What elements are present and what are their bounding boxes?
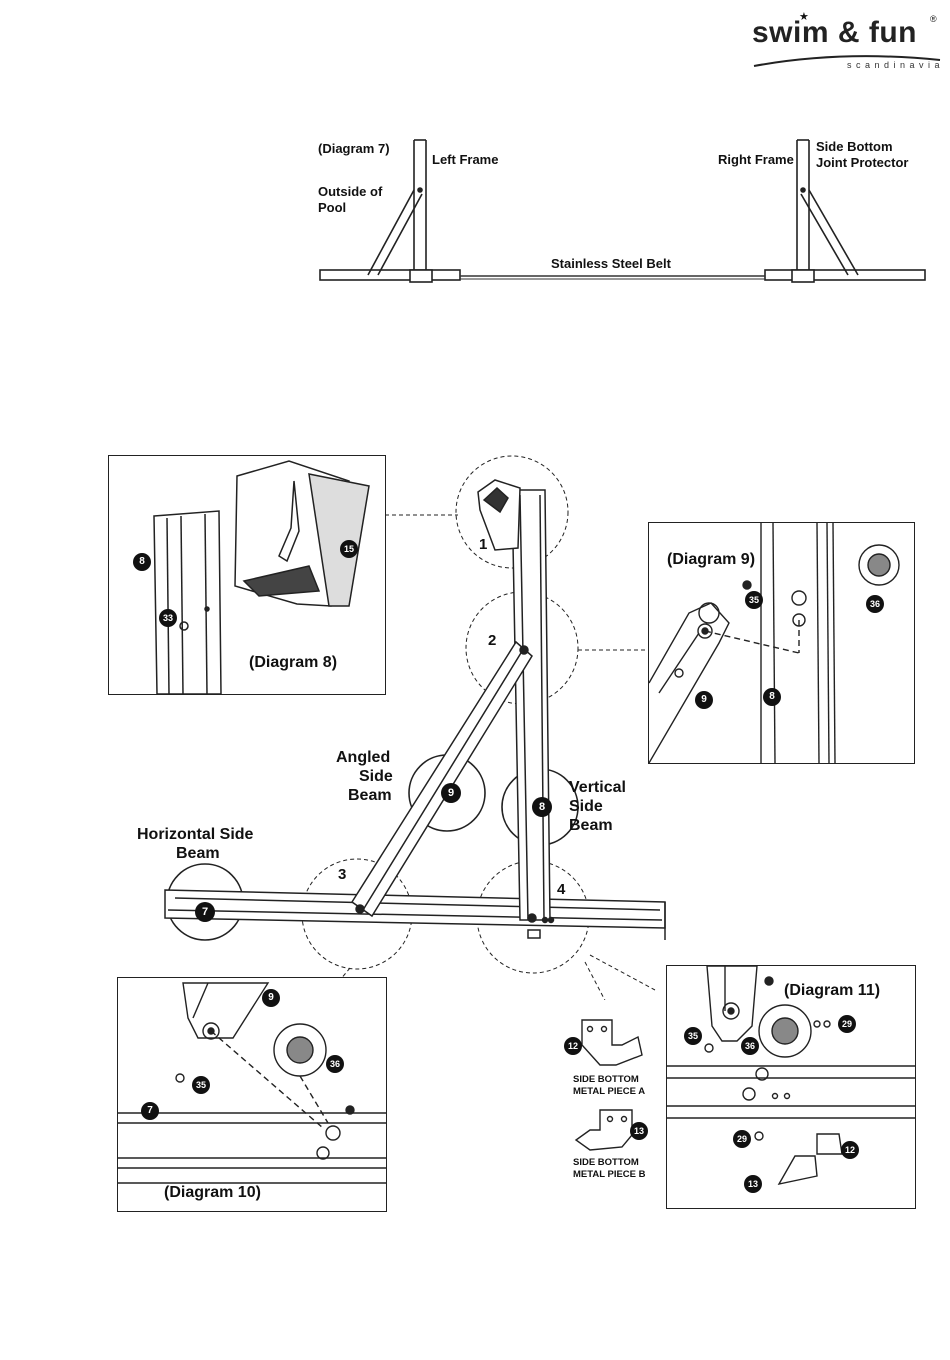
angled-beam-label-2: Side bbox=[359, 768, 393, 785]
step-3-label: 3 bbox=[338, 866, 347, 883]
brand-logo: swim & fun ® ★ scandinavia bbox=[752, 8, 942, 72]
diagram8-panel: 8 33 15 (Diagram 8) bbox=[108, 455, 386, 695]
metal-piece-b-label-1: SIDE BOTTOM bbox=[573, 1157, 639, 1168]
metal-piece-a-label-1: SIDE BOTTOM bbox=[573, 1074, 639, 1085]
diagram8-drawing bbox=[153, 460, 370, 694]
metal-piece-a-part-12-badge: 12 bbox=[564, 1037, 582, 1055]
angled-beam-label-3: Beam bbox=[348, 787, 392, 804]
d11-part-35-badge: 35 bbox=[684, 1027, 702, 1045]
metal-piece-a-label-2: METAL PIECE A bbox=[573, 1086, 646, 1097]
d10-part-36-badge: 36 bbox=[326, 1055, 344, 1073]
outside-pool-label-2: Pool bbox=[318, 200, 347, 215]
d9-part-35-badge: 35 bbox=[745, 591, 763, 609]
d11-part-29-badge-bottom: 29 bbox=[733, 1130, 751, 1148]
step-2-label: 2 bbox=[488, 632, 497, 649]
diagram11-caption: (Diagram 11) bbox=[784, 982, 881, 999]
d11-part-12-badge: 12 bbox=[841, 1141, 859, 1159]
diagram7-caption: (Diagram 7) bbox=[318, 141, 390, 156]
d8-part-8-badge: 8 bbox=[133, 553, 151, 571]
joint-protector-label-2: Joint Protector bbox=[816, 155, 909, 170]
brand-name: swim & fun bbox=[752, 16, 918, 49]
diagram10-drawing bbox=[118, 982, 386, 1184]
d8-part-33-badge: 33 bbox=[159, 609, 177, 627]
main-assembly-drawing bbox=[164, 455, 666, 1000]
diagram9-drawing bbox=[649, 523, 900, 763]
diagram8-caption: (Diagram 8) bbox=[249, 654, 338, 671]
logo-swoosh-icon bbox=[753, 55, 941, 67]
diagram10-panel: 9 36 35 7 (Diagram 10) bbox=[117, 977, 387, 1212]
vertical-beam-label-2: Side bbox=[569, 798, 603, 815]
d10-part-9-badge: 9 bbox=[262, 989, 280, 1007]
vertical-beam-label-3: Beam bbox=[569, 817, 613, 834]
vertical-beam-label-1: Vertical bbox=[569, 779, 626, 796]
d11-part-29-badge-top: 29 bbox=[838, 1015, 856, 1033]
angled-beam-label-1: Angled bbox=[336, 749, 391, 766]
d9-part-9-badge: 9 bbox=[695, 691, 713, 709]
step-4-label: 4 bbox=[557, 881, 566, 898]
diagram7-drawing bbox=[319, 139, 926, 283]
outside-pool-label-1: Outside of bbox=[318, 184, 383, 199]
metal-piece-b-part-13-badge: 13 bbox=[630, 1122, 648, 1140]
d11-part-13-badge: 13 bbox=[744, 1175, 762, 1193]
joint-protector-label-1: Side Bottom bbox=[816, 139, 893, 154]
horizontal-beam-label-2: Beam bbox=[176, 845, 220, 862]
step-1-label: 1 bbox=[479, 536, 488, 553]
d8-part-15-badge: 15 bbox=[340, 540, 358, 558]
part-7-badge: 7 bbox=[195, 902, 215, 922]
d10-part-35-badge: 35 bbox=[192, 1076, 210, 1094]
right-frame-label: Right Frame bbox=[718, 152, 794, 167]
horizontal-beam-label-1: Horizontal Side bbox=[137, 826, 254, 843]
diagram11-drawing bbox=[667, 966, 915, 1186]
metal-piece-b-drawing bbox=[574, 1109, 633, 1151]
diagram10-caption: (Diagram 10) bbox=[164, 1184, 261, 1201]
d11-part-36-badge: 36 bbox=[741, 1037, 759, 1055]
star-icon: ★ bbox=[799, 11, 809, 23]
d10-part-7-badge: 7 bbox=[141, 1102, 159, 1120]
diagram9-caption: (Diagram 9) bbox=[667, 551, 756, 568]
belt-label: Stainless Steel Belt bbox=[551, 256, 671, 271]
d9-part-8-badge: 8 bbox=[763, 688, 781, 706]
d9-part-36-badge: 36 bbox=[866, 595, 884, 613]
brand-sub: scandinavia bbox=[847, 60, 945, 70]
left-frame-label: Left Frame bbox=[432, 152, 499, 167]
diagram11-panel: (Diagram 11) 35 36 29 29 12 13 bbox=[666, 965, 916, 1209]
diagram9-panel: (Diagram 9) 35 36 9 8 bbox=[648, 522, 915, 764]
part-9-badge: 9 bbox=[441, 783, 461, 803]
part-8-badge: 8 bbox=[532, 797, 552, 817]
metal-piece-b-label-2: METAL PIECE B bbox=[573, 1169, 646, 1180]
metal-piece-a-drawing bbox=[581, 1019, 643, 1066]
registered-mark: ® bbox=[930, 14, 937, 24]
